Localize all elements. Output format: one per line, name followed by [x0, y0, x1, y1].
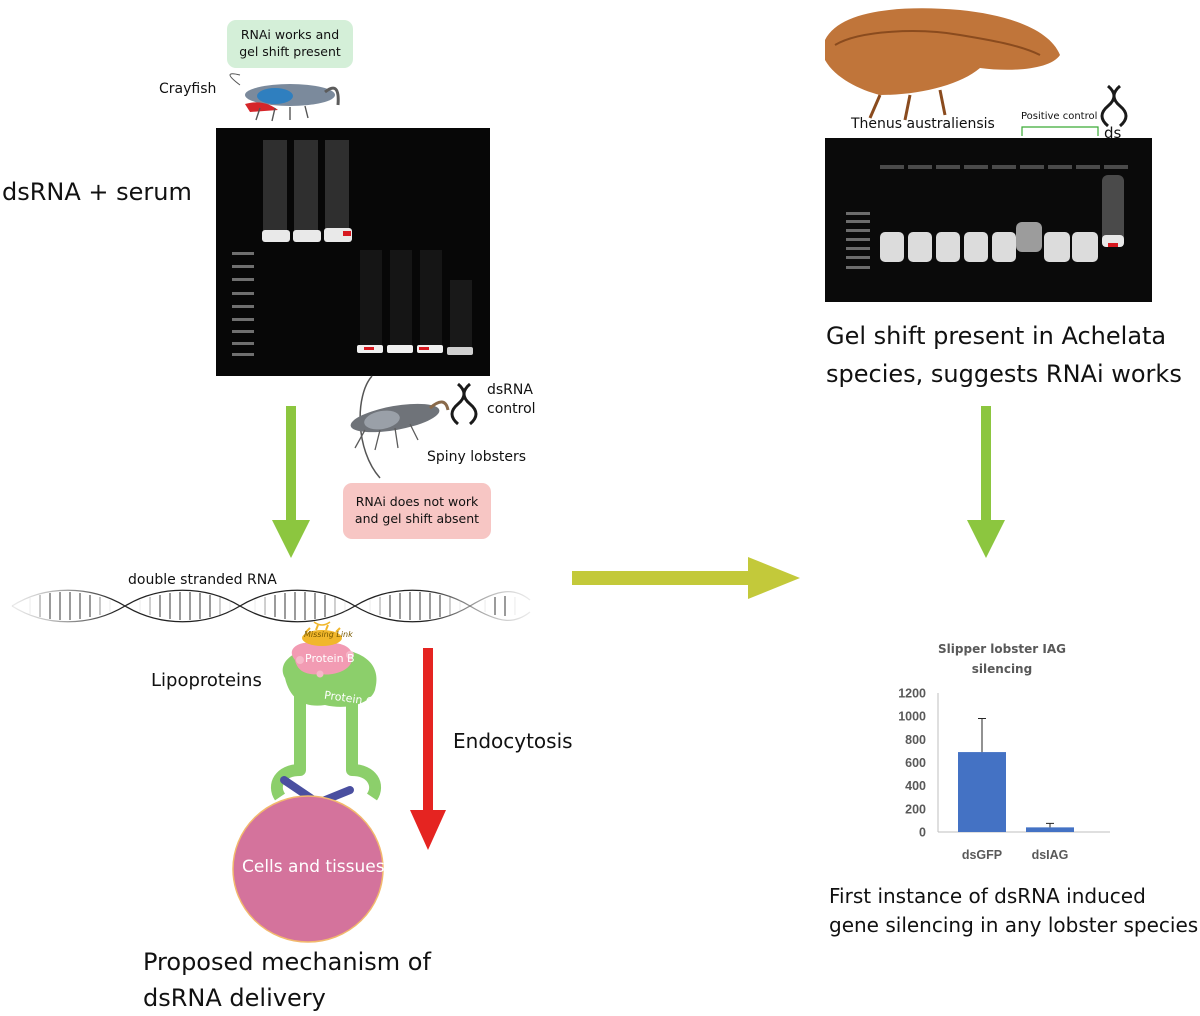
protein-b-label: Protein B — [305, 652, 355, 665]
chart-y-tick-label: 600 — [905, 756, 926, 770]
chart-bar-dsGFP — [958, 752, 1006, 832]
dsrna-control-line2: control — [487, 401, 536, 417]
chart-y-tick-label: 0 — [919, 826, 926, 840]
thenus-label: Thenus australiensis — [851, 116, 995, 132]
down-arrow-left — [272, 406, 310, 558]
cells-label: Cells and tissues — [242, 857, 385, 877]
right-gel-image — [825, 138, 1152, 302]
lipoprotein-complex — [270, 621, 382, 808]
spiny-lobster-illustration — [350, 375, 450, 479]
spiny-note: RNAi does not work and gel shift absent — [343, 483, 491, 539]
serum-label: dsRNA + serum — [2, 178, 192, 206]
chart-y-tick-label: 1000 — [898, 710, 926, 724]
chart-title: Slipper lobster IAG silencing — [938, 642, 1066, 676]
chart-category-label: dsIAG — [1032, 848, 1069, 862]
mechanism-line2: dsRNA delivery — [143, 984, 326, 1012]
achelata-line2: species, suggests RNAi works — [826, 360, 1182, 388]
silencing-bar-chart: 0 200 400 600 800 1000 1200 dsGFP dsIAG — [898, 687, 1110, 862]
missing-link-label: Missing Link — [304, 630, 353, 639]
chart-category-label: dsGFP — [962, 848, 1002, 862]
dsrna-control-line1: dsRNA — [487, 382, 533, 398]
achelata-caption: Gel shift present in Achelata species, s… — [826, 317, 1182, 393]
chart-bar-dsIAG — [1026, 827, 1074, 832]
chart-error-bar-dsGFP — [978, 717, 986, 753]
gel-shift-bands — [262, 228, 352, 242]
dna-icon-ds — [1100, 84, 1128, 128]
spiny-note-line2: and gel shift absent — [354, 511, 480, 526]
first-instance-line2: gene silencing in any lobster species — [829, 913, 1199, 937]
first-instance-line1: First instance of dsRNA induced — [829, 884, 1146, 908]
gel-lane-smears — [263, 140, 472, 350]
chart-y-tick-label: 200 — [905, 802, 926, 816]
spiny-lobster-label: Spiny lobsters — [427, 449, 527, 465]
ds-label: ds — [1104, 124, 1122, 142]
first-instance-caption: First instance of dsRNA induced gene sil… — [829, 882, 1198, 940]
crayfish-note: RNAi works and gel shift present — [227, 20, 353, 68]
crayfish-note-line2: gel shift present — [239, 44, 341, 59]
endocytosis-arrow — [410, 648, 446, 850]
positive-control-label: Positive control — [1021, 111, 1098, 122]
dsrna-control-label: dsRNA control — [487, 381, 536, 419]
gel-ladder — [232, 252, 254, 356]
mechanism-caption: Proposed mechanism of dsRNA delivery — [143, 944, 431, 1016]
right-gel-wells — [880, 165, 1128, 169]
dsrna-helix — [11, 589, 531, 623]
chart-y-tick-label: 1200 — [898, 687, 926, 701]
dna-icon — [450, 382, 478, 426]
left-gel-image — [216, 128, 490, 376]
chart-error-bar-dsIAG — [1046, 822, 1054, 828]
positive-control-bracket — [1021, 126, 1099, 136]
dsrna-label: double stranded RNA — [128, 572, 277, 588]
lipoproteins-label: Lipoproteins — [151, 670, 262, 691]
slipper-lobster-illustration — [825, 8, 1060, 121]
right-gel-bands — [880, 175, 1124, 262]
cell-circle — [232, 795, 384, 943]
crayfish-note-line1: RNAi works and — [240, 27, 340, 42]
right-gel-ladder — [846, 212, 870, 269]
down-arrow-right — [967, 406, 1005, 558]
endocytosis-label: Endocytosis — [453, 729, 573, 753]
achelata-line1: Gel shift present in Achelata — [826, 322, 1167, 350]
crayfish-illustration — [229, 73, 340, 122]
crayfish-label: Crayfish — [159, 81, 217, 97]
right-arrow-middle — [572, 557, 800, 599]
mechanism-line1: Proposed mechanism of — [143, 948, 431, 976]
spiny-note-line1: RNAi does not work — [355, 494, 479, 509]
chart-y-tick-label: 800 — [905, 733, 926, 747]
chart-y-tick-label: 400 — [905, 779, 926, 793]
